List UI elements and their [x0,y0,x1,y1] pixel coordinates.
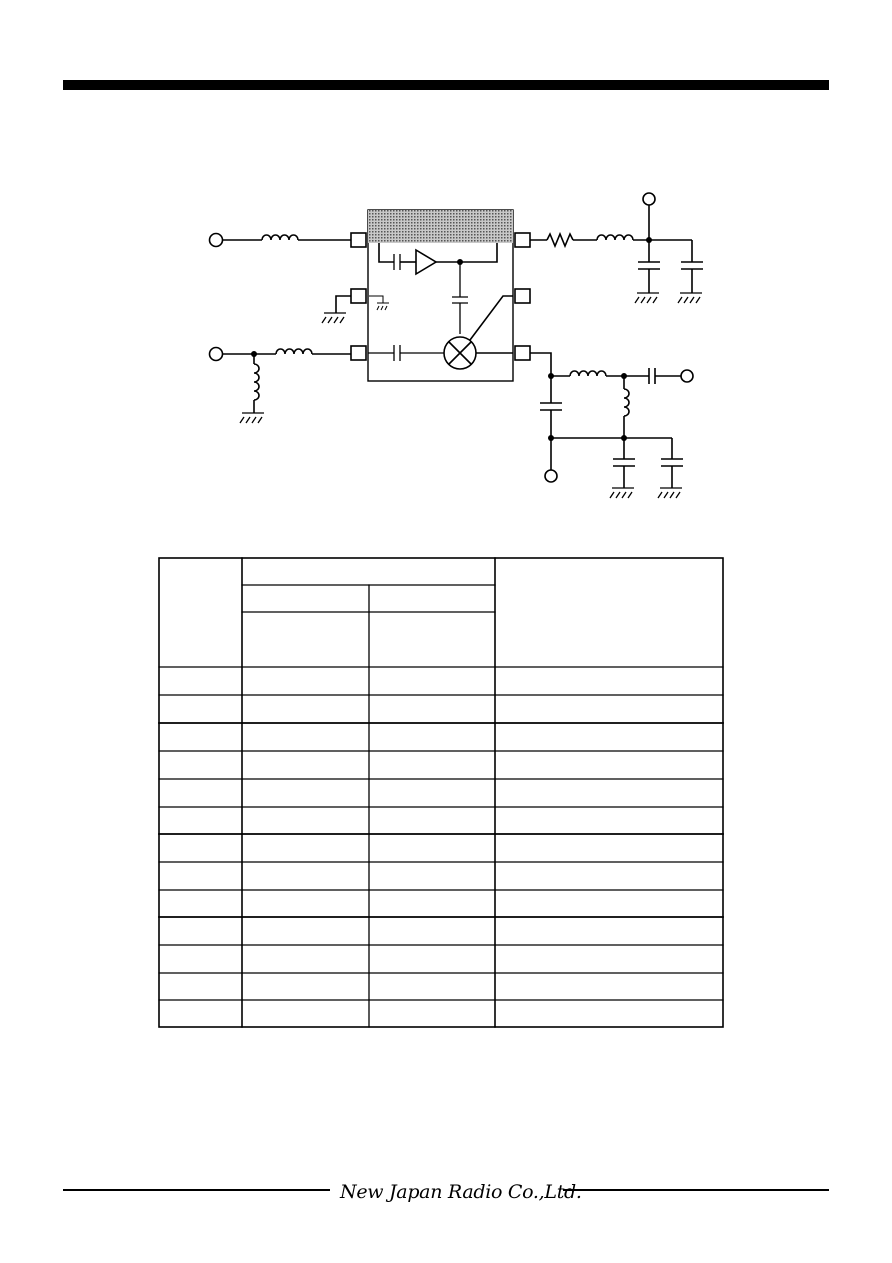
amplifier-symbol [415,248,438,276]
pin-4 [514,345,531,361]
pin-1 [350,232,367,248]
shunt-inductor [253,363,260,401]
header-rule [63,80,829,90]
vcc-terminal-bottom [544,469,558,483]
pin-6 [514,232,531,248]
resistor-r1 [546,231,574,249]
table-border [158,557,724,1028]
company-logo: New Japan Radio Co.,Ltd. [340,1181,582,1203]
footer-rule-right [563,1189,829,1191]
inductor-l2 [275,348,313,355]
ic-shaded-block [368,210,513,243]
vcc-terminal-top [642,192,656,206]
input-terminal-top [208,232,224,248]
specification-table [158,557,724,1028]
inductor-l3 [596,234,634,241]
inductor-l4 [569,370,607,377]
input-terminal-bottom [208,346,224,362]
pin-2 [350,288,367,304]
output-terminal [680,369,694,383]
shunt-inductor-out [623,388,630,417]
pin-5 [514,288,531,304]
footer-rule-left [63,1189,330,1191]
application-circuit-diagram [208,192,703,499]
pin-3 [350,345,367,361]
inductor-l1 [261,234,299,241]
